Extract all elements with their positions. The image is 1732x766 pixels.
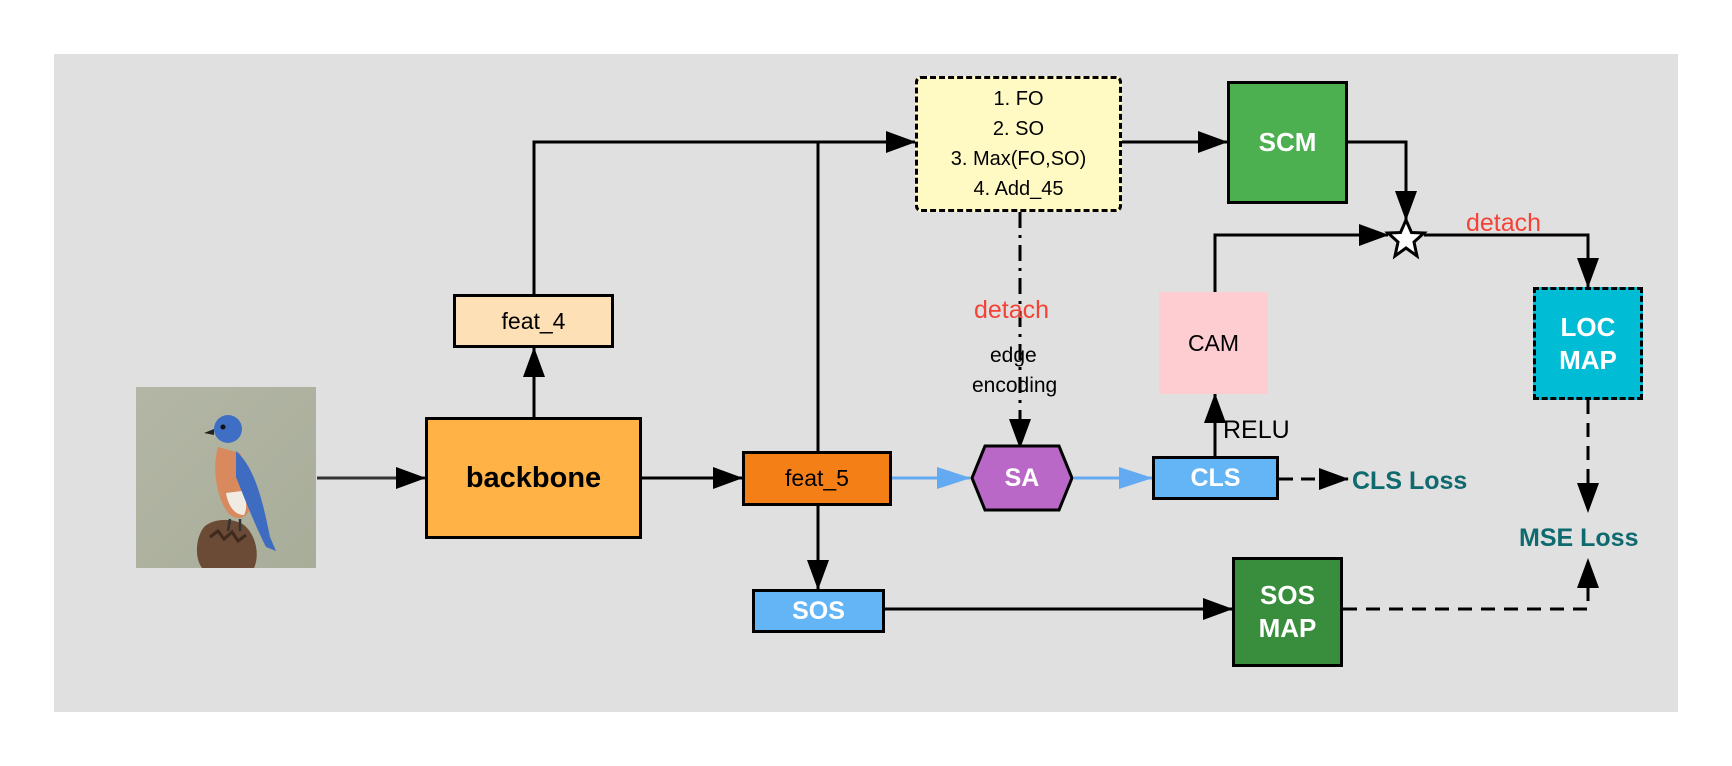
sa-label-wrap: SA: [972, 446, 1072, 510]
sos-map-box: SOS MAP: [1232, 557, 1343, 667]
star-icon: [1384, 216, 1428, 260]
scm-label: SCM: [1258, 127, 1317, 157]
fusion-option-1: 1. FO: [993, 88, 1044, 110]
fusion-option-2: 2. SO: [992, 118, 1045, 140]
bluebird-photo-icon: [136, 387, 316, 568]
edge-encoding-line-1: edge: [990, 344, 1037, 367]
cls-label: CLS: [1190, 463, 1241, 492]
fusion-box: 1. FO 2. SO 3. Max(FO,SO) 4. Add_45: [915, 76, 1122, 212]
detach-label-right: detach: [1466, 209, 1542, 237]
wire-feat4-fusion: [532, 131, 916, 294]
wire-cam-star: [1213, 224, 1389, 292]
feat5-box: feat_5: [742, 451, 892, 506]
relu-label: RELU: [1223, 416, 1290, 444]
fusion-option-3: 3. Max(FO,SO): [950, 148, 1087, 170]
feat4-box: feat_4: [453, 294, 614, 348]
sa-label: SA: [1004, 463, 1040, 492]
feat4-label: feat_4: [501, 307, 566, 334]
mse-loss-label: MSE Loss: [1519, 524, 1639, 552]
loc-map-line-1: LOC: [1560, 311, 1616, 342]
sos-map-line-2: MAP: [1258, 613, 1317, 643]
fusion-option-4: 4. Add_45: [973, 178, 1064, 200]
feat5-label: feat_5: [785, 465, 849, 491]
sos-box: SOS: [752, 589, 885, 633]
loc-map-box: LOC MAP: [1533, 287, 1643, 400]
wire-sosmap-mse: [1343, 558, 1599, 611]
wire-star-locmap: [1424, 233, 1599, 288]
sa-node-shape: [970, 444, 1074, 512]
loc-map-line-2: MAP: [1559, 344, 1617, 375]
detach-label-mid: detach: [974, 296, 1050, 324]
backbone-label: backbone: [465, 461, 602, 494]
sos-map-line-1: SOS: [1260, 580, 1315, 610]
cls-loss-label: CLS Loss: [1352, 467, 1468, 495]
cam-label: CAM: [1187, 329, 1240, 356]
sos-label: SOS: [792, 596, 845, 625]
wire-scm-star: [1348, 140, 1417, 221]
scm-box: SCM: [1227, 81, 1348, 204]
backbone-box: backbone: [425, 417, 642, 539]
cls-box: CLS: [1152, 456, 1279, 500]
edge-encoding-line-2: encoding: [972, 374, 1058, 397]
cam-box: CAM: [1159, 292, 1268, 394]
